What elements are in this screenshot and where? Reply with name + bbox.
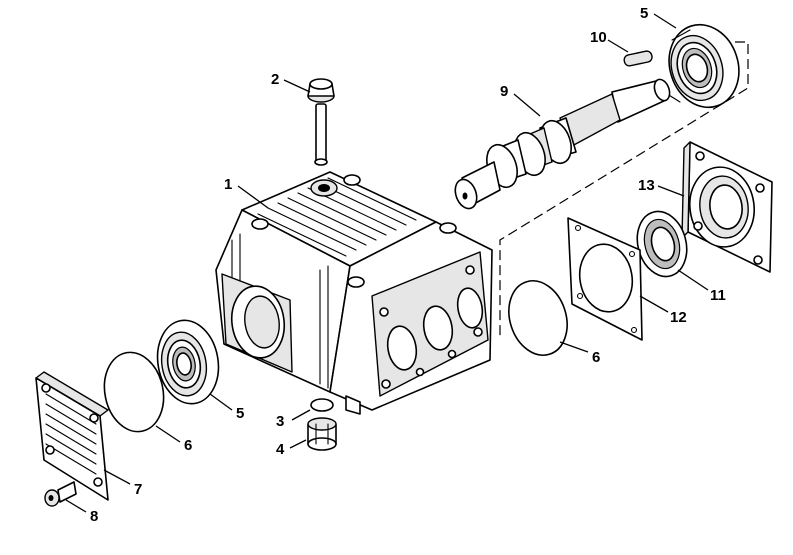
part-3-drain-o-ring: [310, 398, 334, 412]
callout-4: 4: [276, 441, 285, 458]
callout-numbers: 1 2 3 4 5 5 6 6 7 8 9 10 11 12 13: [90, 5, 726, 525]
callout-12: 12: [670, 309, 687, 326]
callout-6-left: 6: [184, 437, 192, 454]
part-1-crankcase: [215, 171, 493, 415]
assembly-guide-lines: [499, 41, 749, 340]
part-6-o-ring-left: [103, 351, 165, 433]
callout-6-right: 6: [592, 349, 600, 366]
part-9-crankshaft: [454, 78, 671, 210]
callout-5-top: 5: [640, 5, 648, 22]
callout-1: 1: [224, 176, 232, 193]
cover-ribs: [45, 393, 97, 475]
callout-5-left: 5: [236, 405, 244, 422]
callout-9: 9: [500, 83, 508, 100]
callout-7: 7: [134, 481, 142, 498]
part-4-drain-plug: [307, 417, 337, 451]
callout-2: 2: [271, 71, 279, 88]
part-2-dipstick: [307, 78, 335, 166]
leader-lines: [65, 13, 709, 513]
callout-10: 10: [590, 29, 607, 46]
callout-13: 13: [638, 177, 655, 194]
part-11-oil-seal: [636, 210, 688, 278]
part-10-key: [623, 50, 653, 67]
part-12-gasket: [567, 217, 643, 341]
callout-8: 8: [90, 508, 98, 525]
part-5-bearing-top: [663, 23, 740, 109]
callout-3: 3: [276, 413, 284, 430]
part-13-bearing-cover: [681, 141, 773, 273]
callout-11: 11: [710, 287, 726, 304]
crankcase-cooling-fins: [231, 177, 417, 389]
part-7-end-cover: [35, 371, 109, 501]
part-5-bearing-left: [156, 319, 220, 405]
part-8-cap-screw: [44, 481, 77, 507]
part-6-o-ring-right: [508, 280, 568, 356]
